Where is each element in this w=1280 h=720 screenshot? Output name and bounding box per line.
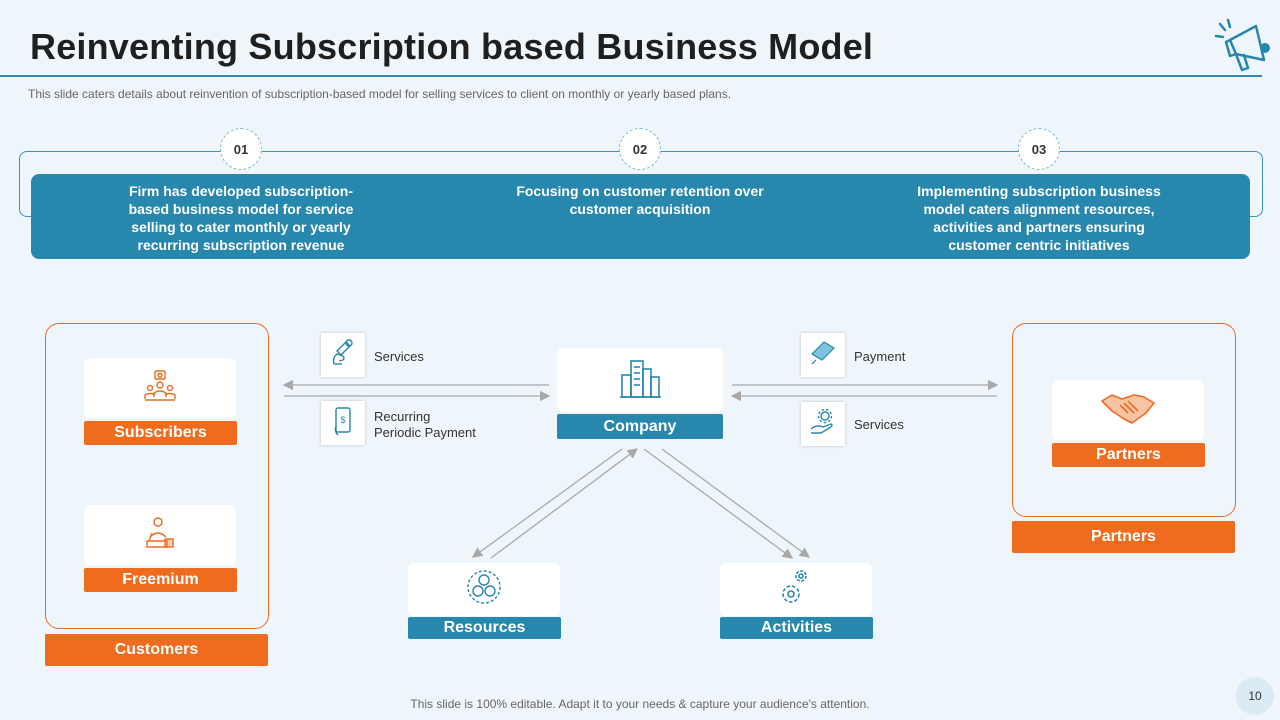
resources-label: Resources — [408, 617, 561, 639]
partners-group-box — [1012, 323, 1236, 517]
person-desk-icon — [143, 515, 177, 556]
arrow-company-to-resources — [471, 448, 623, 558]
hand-wrench-icon — [328, 338, 358, 373]
payment-left-flow-card: $ — [321, 401, 365, 445]
freemium-label: Freemium — [84, 568, 237, 592]
activities-label: Activities — [720, 617, 873, 639]
partners-inner-label: Partners — [1052, 443, 1205, 467]
activities-card — [720, 563, 872, 616]
arrow-resources-to-company — [490, 448, 639, 559]
step-text-03: Implementing subscription business model… — [917, 183, 1161, 253]
page-title: Reinventing Subscription based Business … — [30, 26, 874, 67]
megaphone-icon — [1212, 18, 1274, 83]
footer-note: This slide is 100% editable. Adapt it to… — [410, 697, 870, 711]
arrow-activities-to-company-rev — [643, 448, 794, 559]
services-right-flow-card — [801, 402, 845, 446]
payment-right-flow-card — [801, 333, 845, 377]
payment-right-label: Payment — [854, 349, 906, 364]
resources-card — [408, 563, 560, 616]
handshake-icon — [1100, 389, 1156, 432]
steps-band — [31, 174, 1250, 259]
step-number-03: 03 — [1018, 128, 1060, 170]
hand-gear-icon — [808, 407, 838, 442]
people-group-icon — [143, 369, 177, 408]
customers-group-box — [45, 323, 269, 629]
step-number-01: 01 — [220, 128, 262, 170]
phone-payment-icon: $ — [328, 405, 358, 442]
services-right-label: Services — [854, 417, 904, 432]
recurring-label-line2: Periodic Payment — [374, 425, 476, 440]
services-flow-card — [321, 333, 365, 377]
recurring-payment-label: Recurring Periodic Payment — [374, 409, 476, 441]
step-text-01: Firm has developed subscription-based bu… — [128, 183, 354, 253]
company-label: Company — [557, 414, 723, 439]
subscribers-card — [84, 358, 236, 418]
partners-group-label: Partners — [1012, 521, 1235, 553]
arrow-company-to-activities — [661, 448, 811, 558]
services-left-label: Services — [374, 349, 424, 364]
card-payment-icon — [808, 338, 838, 373]
resources-coins-icon — [464, 568, 504, 611]
buildings-icon — [618, 357, 662, 404]
freemium-card — [84, 505, 236, 565]
svg-text:$: $ — [340, 415, 345, 425]
title-divider — [0, 75, 1262, 77]
step-text-02: Focusing on customer retention over cust… — [516, 183, 764, 217]
step-number-02: 02 — [619, 128, 661, 170]
subscribers-label: Subscribers — [84, 421, 237, 445]
gears-icon — [779, 566, 813, 613]
page-number: 10 — [1236, 677, 1274, 715]
customers-label: Customers — [45, 634, 268, 666]
company-card — [557, 348, 723, 412]
recurring-label-line1: Recurring — [374, 409, 431, 424]
slide-description: This slide caters details about reinvent… — [28, 87, 732, 101]
partners-card — [1052, 380, 1204, 440]
